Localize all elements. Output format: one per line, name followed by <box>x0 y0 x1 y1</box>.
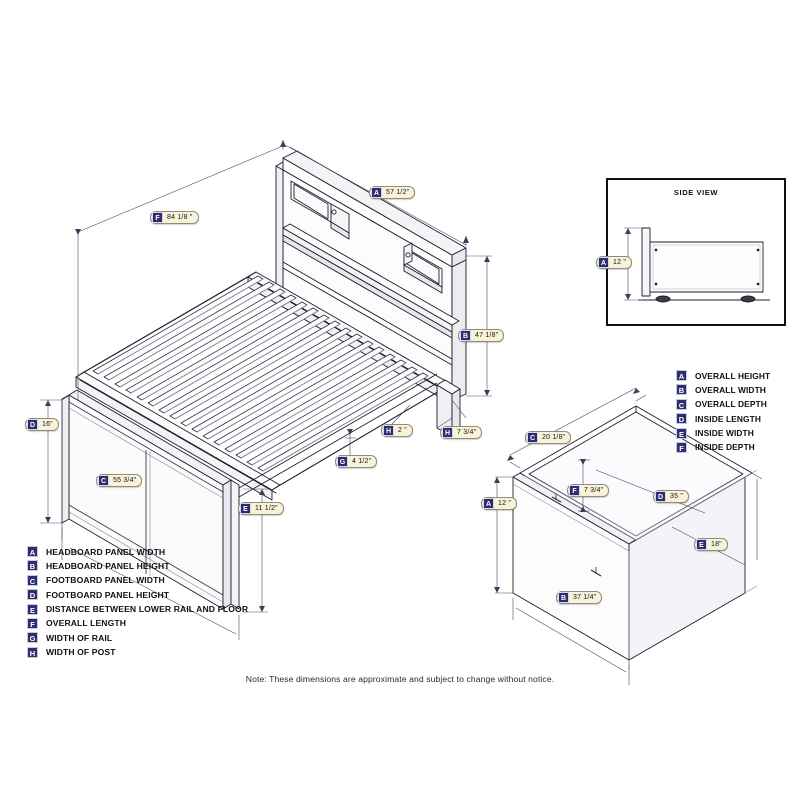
callout-bed-A-headboard-panel-width: A 57 1/2" <box>369 186 416 199</box>
callout-bed-H-width-of-post-rail: H 2 " <box>381 424 413 437</box>
callout-tag: H <box>383 425 394 436</box>
callout-bed-E-rail-to-floor: E 11 1/2" <box>238 502 284 515</box>
legend-item-F: F OVERALL LENGTH <box>27 617 248 629</box>
legend-item-H: H WIDTH OF POST <box>27 646 248 658</box>
callout-value: 47 1/8" <box>475 332 499 339</box>
callout-tag: A <box>371 187 382 198</box>
legend-tag: G <box>27 632 38 644</box>
legend-label: HEADBOARD PANEL WIDTH <box>46 546 166 557</box>
legend-label: OVERALL HEIGHT <box>695 370 771 381</box>
callout-tag: A <box>483 498 494 509</box>
callout-bed-H-width-of-post: H 7 3/4" <box>440 426 483 439</box>
callout-tag: C <box>527 432 538 443</box>
callout-value: 55 3/4" <box>113 477 137 484</box>
legend-item-D: D FOOTBOARD PANEL HEIGHT <box>27 589 248 601</box>
drawer-legend: A OVERALL HEIGHT B OVERALL WIDTH C OVERA… <box>676 370 770 456</box>
callout-value: 57 1/2" <box>386 189 410 196</box>
callout-tag: B <box>558 592 569 603</box>
callout-tag: F <box>152 212 163 223</box>
legend-label: OVERALL WIDTH <box>695 384 766 395</box>
legend-tag: D <box>676 413 687 425</box>
callout-value: 84 1/8 " <box>167 214 193 221</box>
legend-label: OVERALL LENGTH <box>46 618 127 629</box>
legend-item-A: A OVERALL HEIGHT <box>676 370 770 381</box>
legend-label: OVERALL DEPTH <box>695 399 767 410</box>
legend-item-E: E DISTANCE BETWEEN LOWER RAIL AND FLOOR <box>27 603 249 615</box>
callout-drawer-F-inside-depth: F 7 3/4" <box>567 484 610 497</box>
legend-label: FOOTBOARD PANEL WIDTH <box>46 575 165 586</box>
callout-value: 11 1/2" <box>255 505 278 512</box>
disclaimer-note: Note: These dimensions are approximate a… <box>245 674 555 684</box>
callout-tag: B <box>460 330 471 341</box>
callout-tag: D <box>655 491 666 502</box>
callout-bed-F-overall-length: F 84 1/8 " <box>150 211 199 224</box>
callout-drawer-D-inside-length: D 35 " <box>653 490 690 503</box>
callout-value: 7 3/4" <box>457 429 477 436</box>
callout-bed-B-headboard-panel-height: B 47 1/8" <box>458 329 505 342</box>
legend-tag: D <box>27 589 38 601</box>
legend-label: FOOTBOARD PANEL HEIGHT <box>46 589 170 600</box>
bed-legend: A HEADBOARD PANEL WIDTH B HEADBOARD PANE… <box>27 546 248 661</box>
callout-value: 20 1/8" <box>542 434 566 441</box>
legend-tag: E <box>676 427 687 439</box>
callout-value: 12 " <box>613 259 627 266</box>
callout-value: 35 " <box>670 493 684 500</box>
callout-value: 37 1/4" <box>573 594 597 601</box>
callout-sideview-A: A 12 " <box>596 256 633 269</box>
callout-tag: D <box>27 419 38 430</box>
side-view-drawing <box>624 227 770 303</box>
legend-item-B: B OVERALL WIDTH <box>676 384 770 396</box>
callout-drawer-E-inside-width: E 18" <box>694 538 728 551</box>
callout-value: 12 " <box>498 500 512 507</box>
legend-tag: A <box>27 546 38 557</box>
callout-tag: A <box>598 257 609 268</box>
legend-label: WIDTH OF RAIL <box>46 632 113 643</box>
legend-tag: F <box>27 617 38 629</box>
legend-item-C: C OVERALL DEPTH <box>676 398 770 410</box>
legend-item-D: D INSIDE LENGTH <box>676 413 770 425</box>
legend-tag: A <box>676 370 687 381</box>
callout-drawer-B-overall-width: B 37 1/4" <box>556 591 603 604</box>
legend-item-E: E INSIDE WIDTH <box>676 427 770 439</box>
legend-tag: B <box>27 560 38 572</box>
legend-tag: E <box>27 603 38 615</box>
side-view-title: SIDE VIEW <box>673 188 719 197</box>
legend-item-A: A HEADBOARD PANEL WIDTH <box>27 546 248 557</box>
legend-label: DISTANCE BETWEEN LOWER RAIL AND FLOOR <box>46 604 249 615</box>
callout-tag: H <box>442 427 453 438</box>
callout-tag: F <box>569 485 580 496</box>
legend-label: HEADBOARD PANEL HEIGHT <box>46 560 170 571</box>
legend-tag: H <box>27 646 38 658</box>
legend-item-F: F INSIDE DEPTH <box>676 441 770 453</box>
legend-item-B: B HEADBOARD PANEL HEIGHT <box>27 560 248 572</box>
legend-label: WIDTH OF POST <box>46 647 116 658</box>
callout-bed-D-footboard-panel-height: D 16" <box>25 418 59 431</box>
legend-tag: C <box>676 398 687 410</box>
callout-value: 7 3/4" <box>584 487 604 494</box>
side-view-panel: SIDE VIEW <box>596 178 786 326</box>
callout-tag: C <box>98 475 109 486</box>
callout-value: 18" <box>711 541 722 548</box>
legend-label: INSIDE LENGTH <box>695 413 761 424</box>
legend-label: INSIDE WIDTH <box>695 428 754 439</box>
callout-value: 4 1/2" <box>352 458 372 465</box>
callout-drawer-C-overall-depth: C 20 1/8" <box>525 431 572 444</box>
callout-tag: G <box>337 456 348 467</box>
legend-tag: C <box>27 574 38 586</box>
legend-tag: B <box>676 384 687 396</box>
callout-drawer-A-overall-height: A 12 " <box>481 497 518 510</box>
legend-item-G: G WIDTH OF RAIL <box>27 632 248 644</box>
legend-label: INSIDE DEPTH <box>695 442 755 453</box>
callout-value: 16" <box>42 421 53 428</box>
callout-bed-G-width-of-rail: G 4 1/2" <box>335 455 378 468</box>
callout-tag: E <box>696 539 707 550</box>
legend-tag: F <box>676 441 687 453</box>
callout-tag: E <box>240 503 251 514</box>
callout-bed-C-footboard-panel-width: C 55 3/4" <box>96 474 143 487</box>
legend-item-C: C FOOTBOARD PANEL WIDTH <box>27 574 248 586</box>
callout-value: 2 " <box>398 427 407 434</box>
